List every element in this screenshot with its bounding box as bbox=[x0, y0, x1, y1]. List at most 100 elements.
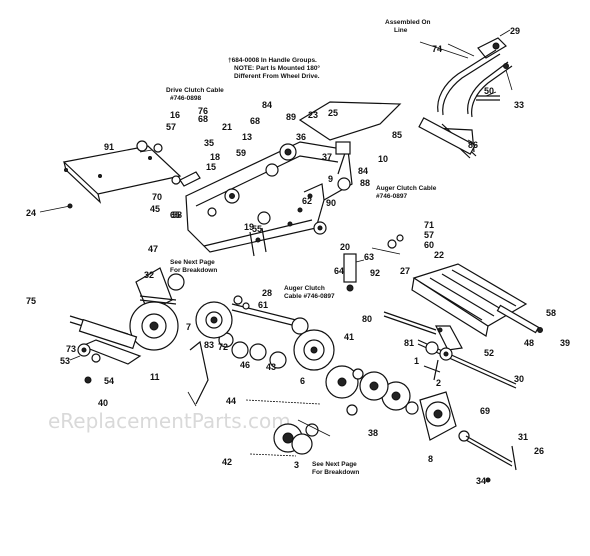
note-see-next-2b: For Breakdown bbox=[312, 469, 359, 476]
rod-50 bbox=[476, 95, 500, 101]
label-84a: 84 bbox=[262, 100, 272, 110]
label-11: 11 bbox=[150, 372, 160, 382]
handle-nut-33 bbox=[503, 63, 509, 69]
label-24: 24 bbox=[26, 208, 36, 218]
label-48: 48 bbox=[524, 338, 534, 348]
label-22a: 22 bbox=[434, 250, 444, 260]
label-91: 91 bbox=[104, 142, 114, 152]
left-drive bbox=[69, 267, 233, 407]
label-20a: 20 bbox=[340, 242, 350, 252]
label-65: 65 bbox=[170, 210, 180, 220]
label-68a: 68 bbox=[250, 116, 260, 126]
label-21a: 21 bbox=[222, 122, 232, 132]
label-45: 45 bbox=[150, 204, 160, 214]
label-29: 29 bbox=[510, 26, 520, 36]
label-57a: 57 bbox=[424, 230, 434, 240]
note-auger-cable-b1: Auger Clutch bbox=[284, 285, 325, 292]
label-63: 63 bbox=[364, 252, 374, 262]
label-60a: 60 bbox=[424, 240, 434, 250]
label-13: 13 bbox=[242, 132, 252, 142]
label-15: 15 bbox=[206, 162, 216, 172]
label-32: 32 bbox=[144, 270, 154, 280]
bearing-43 bbox=[249, 343, 267, 361]
cover-plate bbox=[62, 145, 182, 195]
label-80a: 80 bbox=[362, 314, 372, 324]
label-71: 71 bbox=[424, 220, 434, 230]
handle-bolt-29 bbox=[492, 42, 500, 50]
label-52: 52 bbox=[484, 348, 494, 358]
note-handle-3: Different From Wheel Drive. bbox=[234, 73, 320, 80]
label-23: 23 bbox=[308, 110, 318, 120]
washer-54 bbox=[91, 353, 101, 363]
label-31a: 31 bbox=[518, 432, 528, 442]
note-assembled-1: Assembled On bbox=[385, 19, 431, 26]
bracket-11 bbox=[80, 339, 142, 365]
note-drive-cable-2: #746-0898 bbox=[170, 95, 201, 102]
label-19a: 19 bbox=[244, 222, 254, 232]
note-see-next-1a: See Next Page bbox=[170, 259, 215, 266]
label-64: 64 bbox=[334, 266, 344, 276]
note-auger-cable-b2: Cable #746-0897 bbox=[284, 293, 335, 300]
bracket-10 bbox=[335, 141, 351, 155]
bushing-60 bbox=[136, 140, 148, 152]
spring-42 bbox=[249, 453, 297, 457]
label-70: 70 bbox=[152, 192, 162, 202]
lower-shafts bbox=[245, 399, 331, 457]
label-34a: 34 bbox=[476, 476, 486, 486]
label-16: 16 bbox=[170, 110, 180, 120]
label-10: 10 bbox=[378, 154, 388, 164]
part-labels: 29 74 33 50 86 84 89 25 23 85 68 13 10 3… bbox=[26, 26, 570, 486]
label-41: 41 bbox=[344, 332, 354, 342]
label-38: 38 bbox=[368, 428, 378, 438]
bearing-34 bbox=[291, 317, 309, 335]
bearing-59 bbox=[352, 368, 364, 380]
auger-clutch-area bbox=[313, 221, 404, 292]
nut-40 bbox=[84, 376, 92, 384]
lever-83 bbox=[189, 340, 209, 405]
label-18: 18 bbox=[210, 152, 220, 162]
label-35: 35 bbox=[204, 138, 214, 148]
main-frame bbox=[136, 101, 402, 257]
note-auger-cable-1: Auger Clutch Cable bbox=[376, 185, 437, 192]
label-6: 6 bbox=[300, 376, 305, 386]
annotation-notes: Assembled On Line †684-0008 In Handle Gr… bbox=[166, 19, 437, 476]
label-81: 81 bbox=[404, 338, 414, 348]
label-84b: 84 bbox=[358, 166, 368, 176]
label-26: 26 bbox=[534, 446, 544, 456]
label-3: 3 bbox=[294, 460, 299, 470]
spacer-32 bbox=[167, 273, 185, 291]
label-42: 42 bbox=[222, 457, 232, 467]
label-1: 1 bbox=[414, 356, 419, 366]
label-28: 28 bbox=[262, 288, 272, 298]
spring-44a bbox=[245, 399, 321, 405]
handle-panel-86 bbox=[418, 117, 476, 155]
label-33: 33 bbox=[514, 100, 524, 110]
label-89: 89 bbox=[286, 112, 296, 122]
label-76: 76 bbox=[198, 106, 208, 116]
label-86: 86 bbox=[468, 140, 478, 150]
label-39: 39 bbox=[560, 338, 570, 348]
label-90: 90 bbox=[326, 198, 336, 208]
label-50: 50 bbox=[484, 86, 494, 96]
note-handle-2: NOTE: Part Is Mounted 180° bbox=[234, 64, 320, 72]
note-drive-cable-1: Drive Clutch Cable bbox=[166, 87, 224, 94]
label-58a: 58 bbox=[546, 308, 556, 318]
label-74: 74 bbox=[432, 44, 442, 54]
watermark: eReplacementParts.com bbox=[48, 409, 291, 433]
label-9: 9 bbox=[328, 174, 333, 184]
label-72: 72 bbox=[218, 342, 228, 352]
label-55: 55 bbox=[252, 224, 262, 234]
label-7: 7 bbox=[186, 322, 191, 332]
lower-right-drive bbox=[381, 339, 517, 483]
label-83: 83 bbox=[204, 340, 214, 350]
label-57b: 57 bbox=[166, 122, 176, 132]
nut-38 bbox=[346, 404, 358, 416]
label-62: 62 bbox=[302, 196, 312, 206]
bracket-52 bbox=[435, 325, 463, 351]
rod-48 bbox=[496, 304, 540, 334]
label-68b: 68 bbox=[198, 114, 208, 124]
center-gears bbox=[218, 295, 389, 416]
auger-housing bbox=[383, 263, 543, 351]
label-43: 43 bbox=[266, 362, 276, 372]
